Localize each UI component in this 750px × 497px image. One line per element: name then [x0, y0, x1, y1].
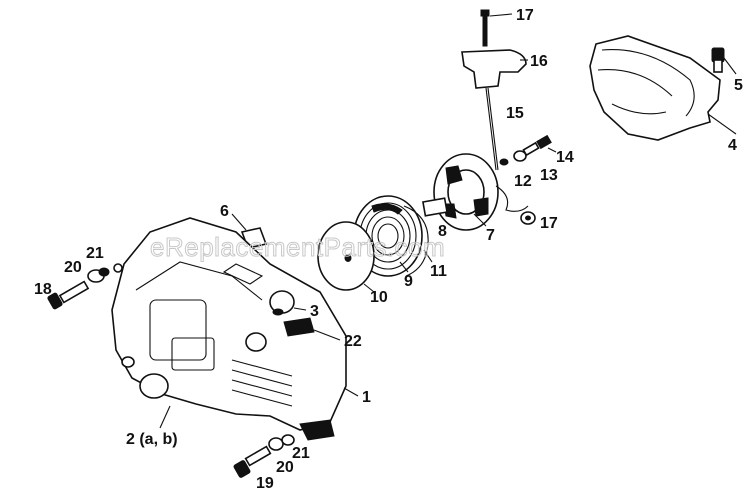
part-5-screw [711, 47, 737, 75]
callout-7: 7 [486, 227, 495, 244]
callout-21-bottom: 21 [292, 445, 310, 462]
part-16-handle [461, 9, 528, 171]
callout-21-top: 21 [86, 245, 104, 262]
callout-6: 6 [220, 203, 229, 220]
callout-1: 1 [362, 389, 371, 406]
callout-18: 18 [34, 281, 52, 298]
callout-2ab: 2 (a, b) [126, 431, 178, 448]
watermark-text: eReplacementParts.com [150, 232, 445, 262]
callout-20-bottom: 20 [276, 459, 294, 476]
callout-11: 11 [430, 263, 447, 280]
callout-17-right: 17 [540, 215, 558, 232]
callout-12: 12 [514, 173, 532, 190]
callout-9: 9 [404, 273, 413, 290]
callout-3: 3 [310, 303, 319, 320]
part-10-disc [317, 221, 375, 293]
callout-5: 5 [734, 77, 743, 94]
part-4-shroud [589, 35, 737, 141]
callout-8: 8 [438, 223, 447, 240]
callout-15: 15 [506, 105, 524, 122]
part-22-plate [283, 317, 341, 341]
part-7-pulley [433, 153, 529, 231]
callout-13: 13 [540, 167, 558, 184]
callout-19: 19 [256, 475, 274, 492]
part-11-ring [403, 205, 433, 277]
part-19-21-hardware-bottom [233, 434, 295, 478]
callout-22: 22 [344, 333, 362, 350]
callout-16: 16 [530, 53, 548, 70]
callout-14: 14 [556, 149, 574, 166]
part-8-shaft [422, 197, 448, 217]
callout-17-top: 17 [516, 7, 534, 24]
part-12-14-hardware [499, 134, 557, 166]
callout-20-top: 20 [64, 259, 82, 276]
part-17-nut [520, 211, 536, 225]
part-18-21-hardware-top [47, 263, 123, 310]
callout-4: 4 [728, 137, 737, 154]
part-1-housing [111, 217, 359, 441]
part-3-knob [269, 290, 307, 316]
callout-10: 10 [370, 289, 388, 306]
